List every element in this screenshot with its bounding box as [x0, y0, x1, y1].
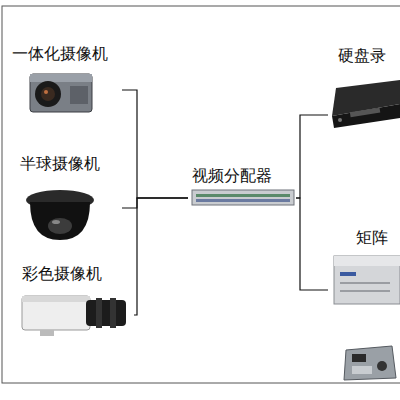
- recorder-group: 硬盘录: [328, 44, 396, 134]
- device-label: 矩阵: [356, 228, 388, 248]
- video-cable: [296, 115, 328, 198]
- video-cable: [122, 198, 188, 208]
- integrated-camera: [30, 74, 92, 112]
- device-label: 半球摄像机: [20, 154, 100, 174]
- control-keyboard: [344, 346, 396, 380]
- dome-camera: [26, 190, 94, 240]
- splitter-group: 视频分配器: [188, 164, 296, 210]
- device-label: 视频分配器: [192, 166, 272, 186]
- matrix-host: [334, 256, 400, 304]
- camera-group: 半球摄像机: [14, 152, 122, 244]
- device-label: 硬盘录: [338, 46, 386, 66]
- matrix-group: 矩阵: [328, 226, 396, 310]
- video-cable: [134, 198, 188, 315]
- camera-group: 彩色摄像机: [14, 262, 134, 340]
- device-label: 彩色摄像机: [22, 264, 102, 284]
- color-box-camera: [22, 296, 126, 336]
- dvr-recorder: [332, 80, 400, 128]
- video-cable: [122, 90, 188, 198]
- device-label: 一体化摄像机: [12, 44, 108, 64]
- frame-border: [2, 6, 400, 383]
- video-cable: [296, 198, 328, 290]
- video-splitter: [192, 190, 294, 205]
- camera-group: 一体化摄像机: [10, 42, 122, 117]
